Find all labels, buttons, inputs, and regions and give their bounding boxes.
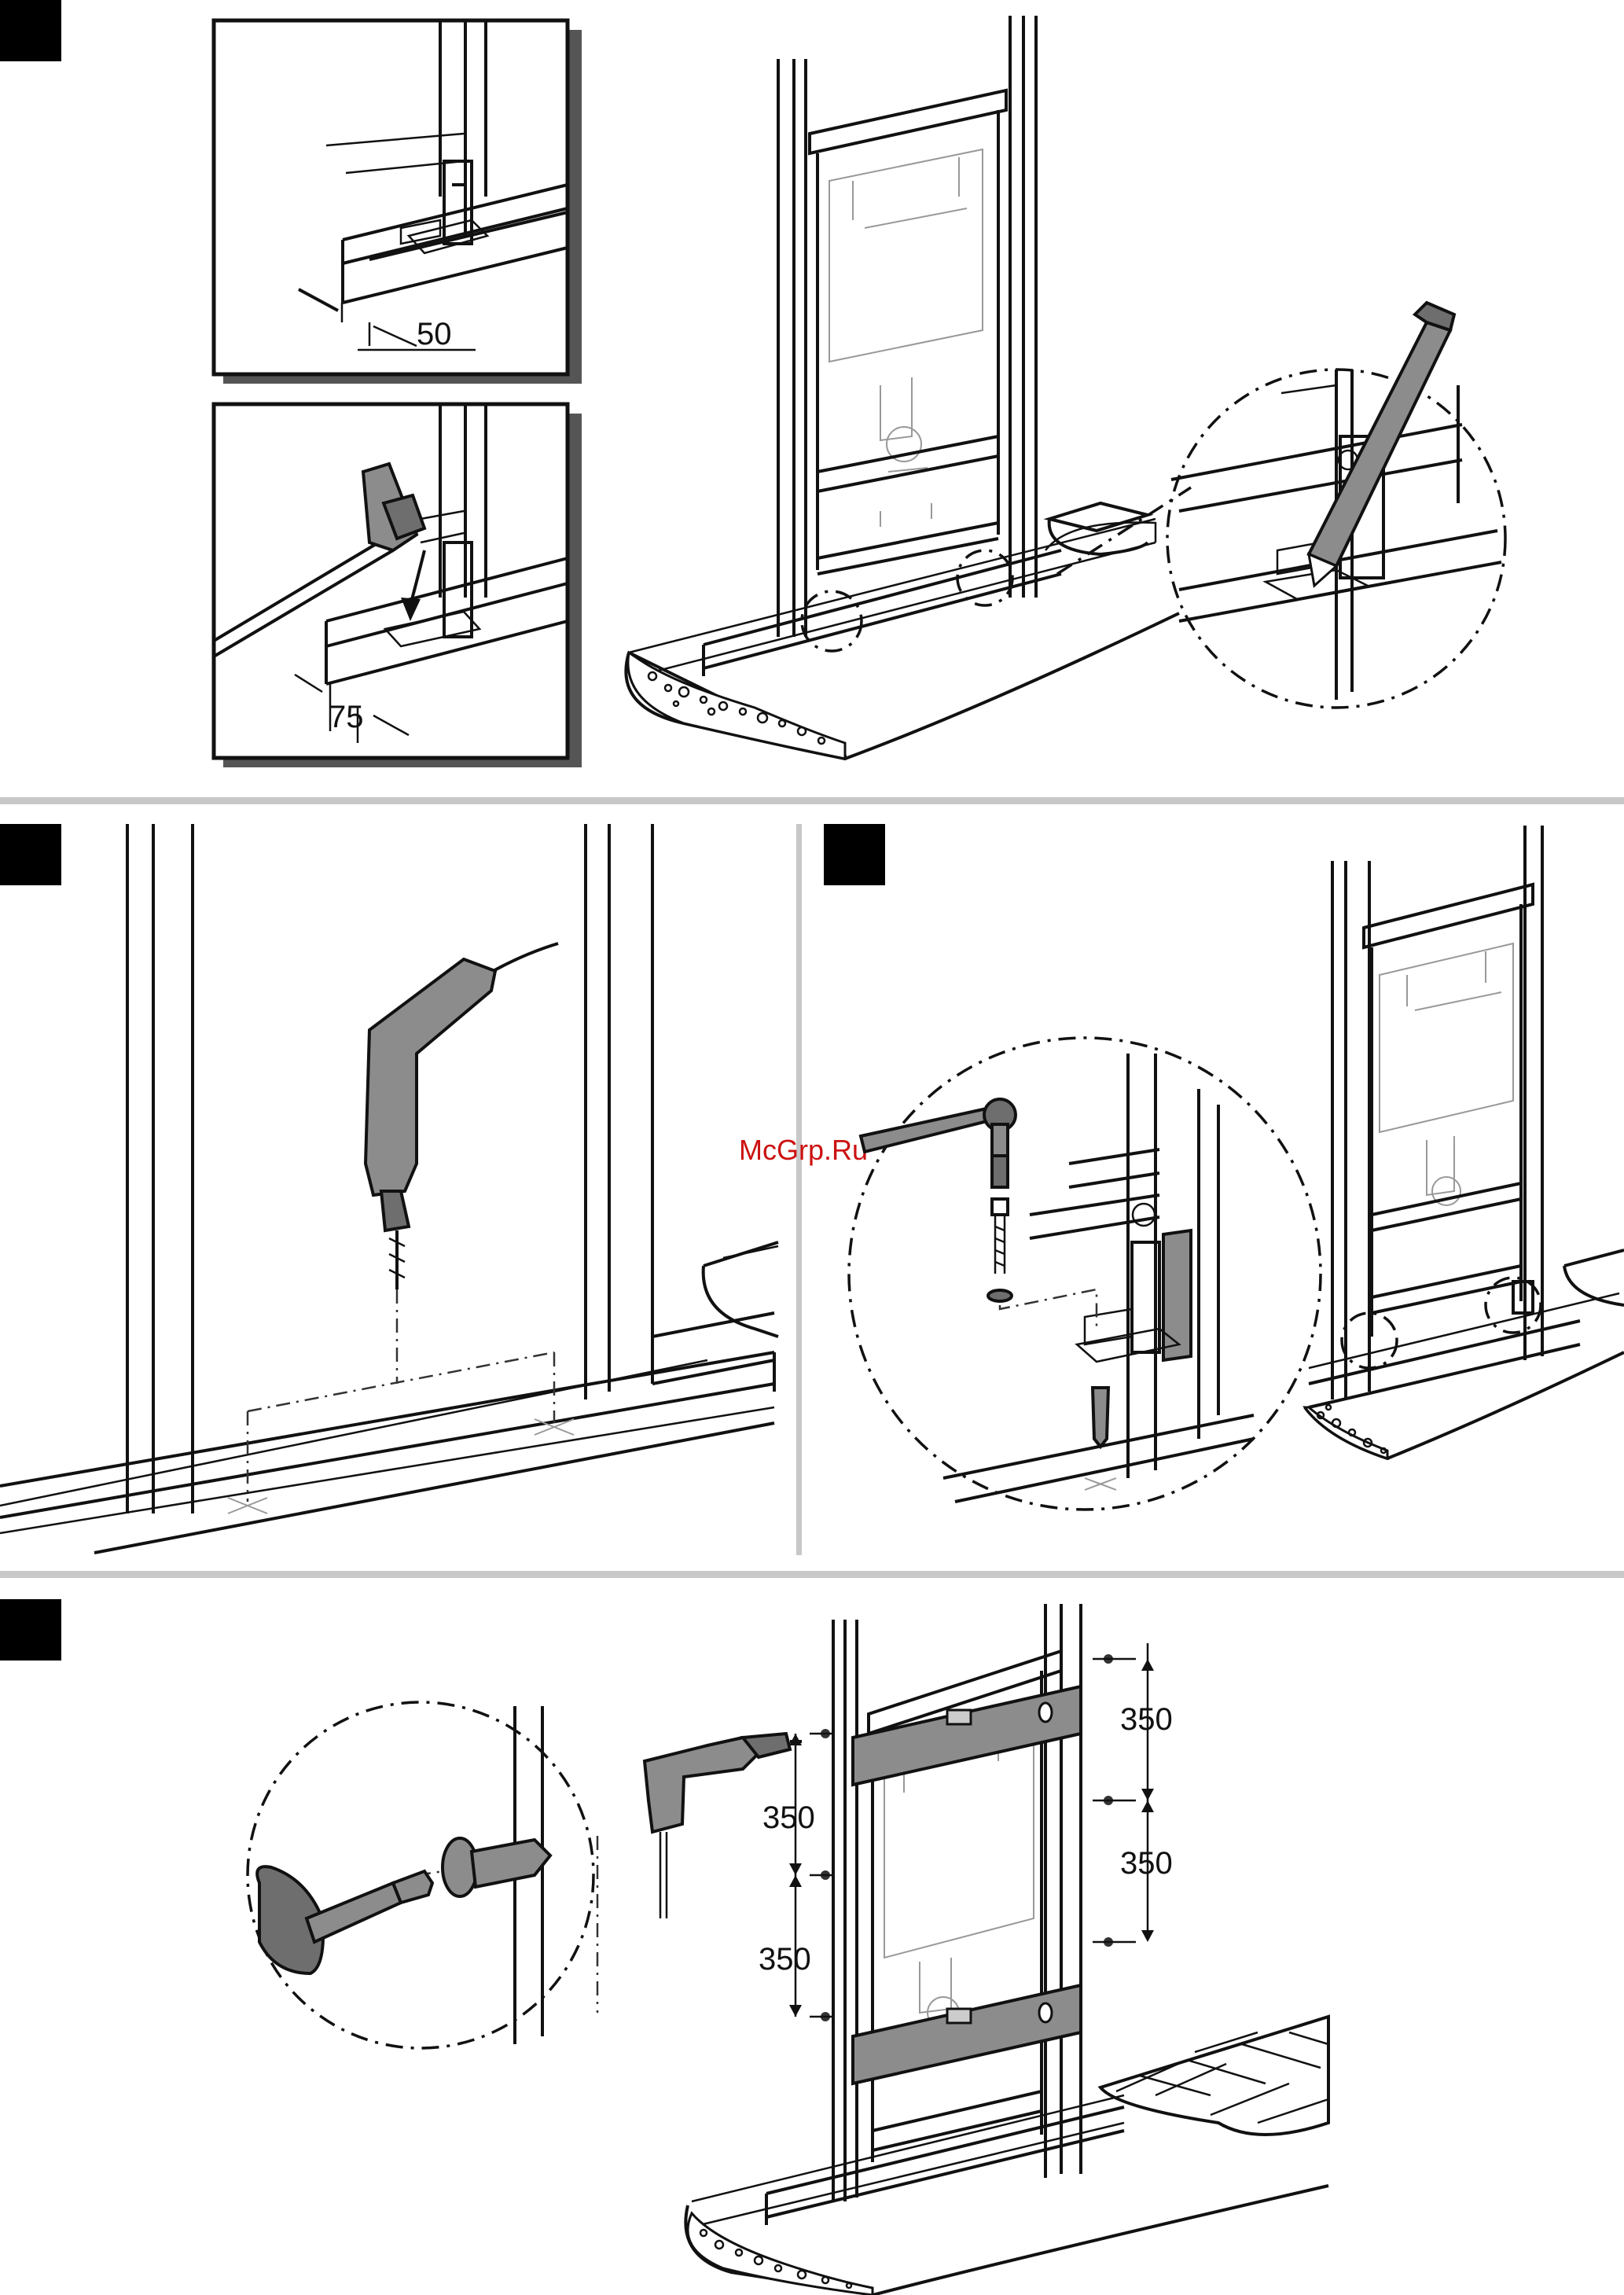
drill-icon bbox=[366, 943, 558, 1289]
step-marker-1 bbox=[0, 0, 61, 61]
step-marker-2 bbox=[0, 824, 61, 885]
screw-icon bbox=[443, 1838, 550, 1896]
inset-panel-bottom: 75 bbox=[214, 404, 582, 767]
step3-anchoring bbox=[849, 826, 1624, 1510]
screwdriver-icon bbox=[257, 1867, 432, 1973]
step2-drilling bbox=[0, 824, 778, 1553]
step-marker-4 bbox=[0, 1599, 61, 1661]
dimension-350-right-upper: 350 bbox=[1120, 1702, 1173, 1737]
dimension-350-left-lower: 350 bbox=[759, 1942, 811, 1977]
dimension-75-label: 75 bbox=[329, 700, 364, 734]
tiled-step bbox=[1100, 2017, 1328, 2135]
ratchet-wrench-icon bbox=[861, 1099, 1016, 1187]
dimension-350-right-lower: 350 bbox=[1120, 1846, 1173, 1881]
dimension-350-left-upper: 350 bbox=[762, 1800, 815, 1835]
section-separator-3 bbox=[0, 1571, 1624, 1578]
dimension-50-label: 50 bbox=[417, 317, 452, 351]
section-separator-1 bbox=[0, 797, 1624, 804]
installation-frame-main bbox=[626, 16, 1505, 759]
screw-icon bbox=[992, 1199, 1008, 1274]
step4-fixing: 350 350 350 350 bbox=[248, 1604, 1328, 2295]
step-marker-3 bbox=[824, 824, 885, 885]
dowel-icon bbox=[1093, 1388, 1108, 1447]
watermark-text: McGrp.Ru bbox=[739, 1134, 868, 1166]
zoom-detail-anchor bbox=[861, 1054, 1254, 1502]
zoom-detail-marking bbox=[1171, 303, 1501, 700]
section-separator-2 bbox=[796, 824, 802, 1555]
inset-panel-top: 50 bbox=[214, 20, 582, 384]
